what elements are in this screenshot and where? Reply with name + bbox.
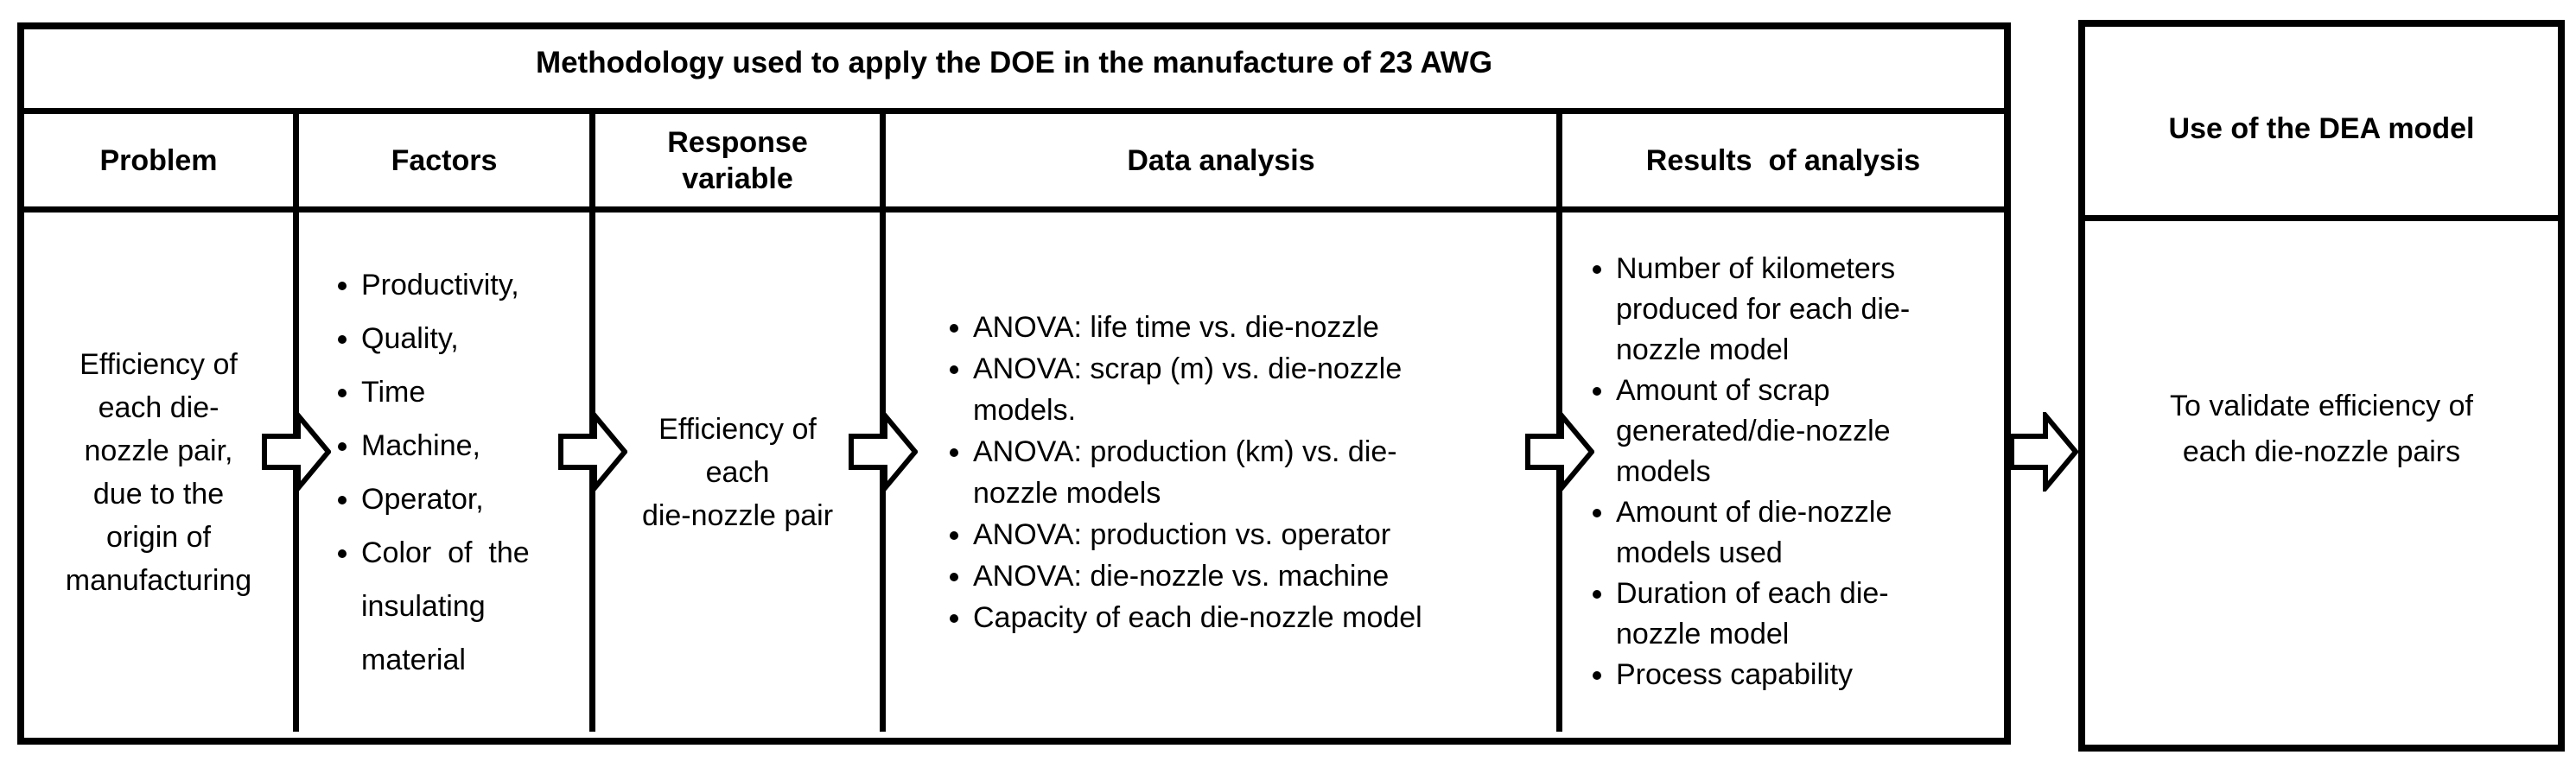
list-item: Productivity, (361, 258, 581, 312)
column-header-response-variable: Response variable (595, 114, 880, 213)
list-item: Time (361, 365, 581, 419)
list-item: ANOVA: production vs. operator (973, 514, 1522, 555)
column-header-data-analysis: Data analysis (886, 114, 1556, 213)
list-item: Operator, (361, 473, 581, 526)
column-header-results-of-analysis: Results of analysis (1562, 114, 2004, 213)
table-title: Methodology used to apply the DOE in the… (24, 29, 2004, 114)
flow-arrow-right-icon (2009, 412, 2078, 492)
column-data-analysis: Data analysis ANOVA: life time vs. die-n… (886, 114, 1562, 732)
list-item: Amount of die-nozzle models used (1616, 492, 1992, 574)
list-item: ANOVA: scrap (m) vs. die-nozzle models. (973, 348, 1522, 431)
column-results-of-analysis: Results of analysis Number of kilometers… (1562, 114, 2004, 732)
table-columns: Problem Efficiency of each die- nozzle p… (24, 114, 2004, 732)
flow-arrow-right-icon (1525, 412, 1594, 492)
column-problem: Problem Efficiency of each die- nozzle p… (24, 114, 299, 732)
list-item: ANOVA: production (km) vs. die- nozzle m… (973, 431, 1522, 514)
methodology-table: Methodology used to apply the DOE in the… (17, 22, 2011, 745)
factors-list: Productivity, Quality, Time Machine, Ope… (299, 258, 589, 687)
column-response-variable: Response variable Efficiency of each die… (595, 114, 886, 732)
list-item: Process capability (1616, 655, 1992, 695)
dea-box-header: Use of the DEA model (2085, 27, 2558, 221)
list-item: Color of the insulating material (361, 526, 581, 687)
problem-cell-text: Efficiency of each die- nozzle pair, due… (65, 347, 252, 597)
results-of-analysis-list: Number of kilometers produced for each d… (1562, 249, 2004, 695)
flow-arrow-right-icon (262, 412, 331, 492)
flow-arrow-right-icon (849, 412, 918, 492)
list-item: Quality, (361, 312, 581, 365)
list-item: Number of kilometers produced for each d… (1616, 249, 1992, 371)
column-header-problem: Problem (24, 114, 293, 213)
list-item: Duration of each die- nozzle model (1616, 574, 1992, 655)
dea-box-text: To validate efficiency of each die-nozzl… (2170, 390, 2473, 468)
column-header-factors: Factors (299, 114, 589, 213)
factors-cell: Productivity, Quality, Time Machine, Ope… (299, 213, 589, 732)
list-item: ANOVA: die-nozzle vs. machine (973, 555, 1522, 597)
column-factors: Factors Productivity, Quality, Time Mach… (299, 114, 595, 732)
response-variable-cell-text: Efficiency of each die-nozzle pair (641, 412, 834, 532)
list-item: Amount of scrap generated/die-nozzle mod… (1616, 371, 1992, 492)
data-analysis-cell: ANOVA: life time vs. die-nozzle ANOVA: s… (886, 213, 1556, 732)
list-item: Machine, (361, 419, 581, 473)
flow-arrow-right-icon (558, 412, 627, 492)
list-item: ANOVA: life time vs. die-nozzle (973, 307, 1522, 348)
dea-model-box: Use of the DEA model To validate efficie… (2078, 20, 2565, 752)
results-of-analysis-cell: Number of kilometers produced for each d… (1562, 213, 2004, 732)
data-analysis-list: ANOVA: life time vs. die-nozzle ANOVA: s… (886, 307, 1556, 638)
list-item: Capacity of each die-nozzle model (973, 597, 1522, 638)
